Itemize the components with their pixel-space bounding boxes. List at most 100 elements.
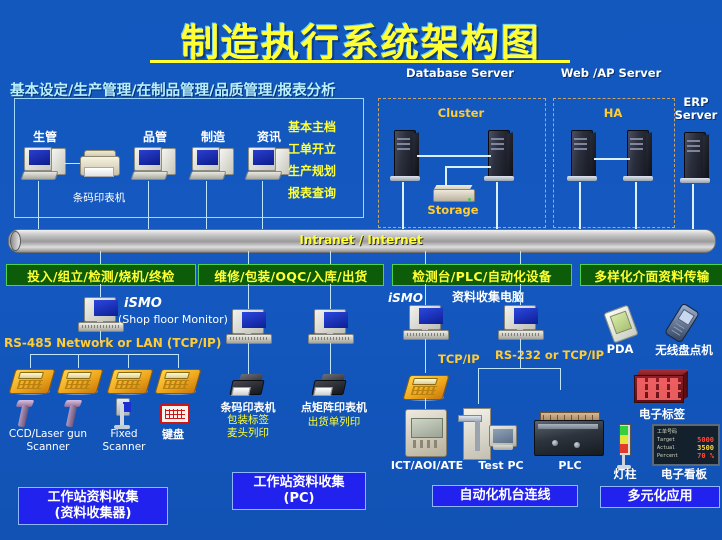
backbone-end-cap bbox=[10, 231, 21, 251]
board-row-label-3: Percent bbox=[657, 453, 679, 459]
drop-line-zixun bbox=[262, 181, 263, 231]
bus-link-z3a bbox=[425, 251, 426, 264]
z4-caption: 多元化应用 bbox=[600, 486, 720, 508]
storage-device bbox=[433, 185, 475, 202]
z1-ismo-downlink bbox=[100, 331, 101, 343]
erp-drop bbox=[692, 184, 694, 231]
database-server-title: Database Server bbox=[406, 66, 514, 80]
z3-device-label-1: Test PC bbox=[478, 459, 524, 472]
function-item-2: 生产规划 bbox=[288, 164, 337, 178]
pda-icon bbox=[603, 304, 639, 344]
electronic-tag-icon bbox=[634, 369, 689, 403]
backbone-label: Intranet / Internet bbox=[299, 233, 423, 247]
ha-label: HA bbox=[603, 106, 623, 120]
z2-caption: 工作站资料收集 (PC) bbox=[232, 472, 366, 510]
z2-pc1-printer-link bbox=[248, 343, 249, 375]
web1-drop bbox=[579, 182, 581, 231]
z1-network-label: RS-485 Network or LAN (TCP/IP) bbox=[4, 336, 222, 350]
client-label-zixun: 资讯 bbox=[256, 130, 281, 144]
z1-branch-3 bbox=[178, 354, 179, 368]
z3-pc2-uplink bbox=[520, 284, 521, 306]
client-label-zhizao: 制造 bbox=[200, 130, 225, 144]
function-item-3: 报表查询 bbox=[288, 186, 337, 200]
title-underline bbox=[150, 60, 570, 63]
z3-link-left-label: TCP/IP bbox=[438, 352, 480, 366]
bus-link-z2a bbox=[248, 251, 249, 264]
function-item-1: 工单开立 bbox=[288, 142, 337, 156]
erp-server bbox=[680, 132, 710, 184]
client-pc-pinguan bbox=[130, 147, 178, 181]
z4-label-etag: 电子标签 bbox=[639, 407, 685, 421]
z1-label-fixed: Fixed Scanner bbox=[96, 428, 152, 454]
data-collector-3 bbox=[106, 366, 154, 396]
client-layer-heading: 基本设定/生产管理/在制品管理/品质管理/报表分析 bbox=[10, 83, 336, 99]
client-pc-zixun bbox=[244, 147, 292, 181]
z1-branch-0 bbox=[30, 354, 31, 368]
z3-pc1-uplink bbox=[425, 284, 426, 306]
wireless-terminal-icon bbox=[663, 302, 701, 344]
ccd-laser-gun-scanner-2 bbox=[62, 400, 84, 430]
client-label-shengguan: 生管 bbox=[32, 130, 57, 144]
board-row-value-3: 70 % bbox=[697, 452, 714, 460]
z1-ismo-uplink bbox=[100, 284, 101, 298]
board-row-label-0: 工单号码 bbox=[657, 429, 678, 435]
test-pc-monitor bbox=[489, 425, 517, 451]
z1-branch-1 bbox=[78, 354, 79, 368]
board-row-label-2: Actual bbox=[657, 445, 676, 451]
network-backbone bbox=[8, 229, 716, 253]
function-item-0: 基本主档 bbox=[288, 120, 337, 134]
z3-link-right-label: RS-232 or TCP/IP bbox=[495, 348, 605, 362]
z2-caption-l2: (PC) bbox=[283, 491, 315, 506]
ha-box bbox=[553, 98, 675, 228]
test-pc-rack bbox=[458, 408, 491, 460]
dot-matrix-printer-z2 bbox=[311, 374, 347, 396]
z2-pc1-uplink bbox=[248, 284, 249, 310]
data-collector-2 bbox=[56, 366, 104, 396]
z2-printer1-note2: 麦头列印 bbox=[227, 427, 269, 439]
db-server-2 bbox=[484, 130, 514, 182]
z4-label-pda: PDA bbox=[606, 342, 634, 356]
z3-collector-pc-label: 资料收集电脑 bbox=[452, 290, 525, 304]
web-server-1 bbox=[567, 130, 597, 182]
bus-link-z3b bbox=[520, 251, 521, 264]
client-layer-box bbox=[14, 98, 364, 218]
ismo-title: iSMO bbox=[124, 296, 162, 311]
barcode-printer-top bbox=[78, 150, 120, 178]
z2-printer1-notes: 包装标签 麦头列印 bbox=[198, 414, 298, 440]
plc-module bbox=[534, 412, 606, 456]
z2-pc2-uplink bbox=[330, 284, 331, 310]
web2-drop bbox=[635, 182, 637, 231]
keyboard-icon bbox=[160, 404, 190, 424]
pc-printer-link bbox=[64, 163, 80, 164]
barcode-printer-z2 bbox=[229, 374, 265, 396]
z3-ismo-down bbox=[425, 339, 426, 373]
cluster-box bbox=[378, 98, 546, 228]
light-tower-icon bbox=[617, 424, 631, 470]
data-collector-4 bbox=[154, 366, 202, 396]
drop-line-zhizao bbox=[206, 181, 207, 231]
cluster-link-2 bbox=[445, 166, 491, 168]
z2-printer1-name: 条码印表机 bbox=[220, 401, 276, 414]
barcode-printer-label: 条码印表机 bbox=[72, 192, 126, 204]
z2-workstation-pc-1 bbox=[226, 309, 272, 344]
storage-label: Storage bbox=[427, 203, 479, 217]
web-server-title: Web /AP Server bbox=[560, 66, 662, 80]
db-server-1 bbox=[390, 130, 420, 182]
section-bar-3: 多样化介面资料传输 bbox=[580, 264, 722, 286]
z1-branch-2 bbox=[128, 354, 129, 368]
z3-pc2-down bbox=[520, 339, 521, 369]
ccd-laser-gun-scanner-1 bbox=[14, 400, 36, 430]
ismo-subtitle: (Shop floor Monitor) bbox=[118, 313, 228, 326]
z3-data-collector bbox=[402, 372, 450, 402]
z3-branch-plc bbox=[560, 368, 561, 390]
z1-label-fixed-l2: Scanner bbox=[102, 441, 146, 453]
z2-caption-l1: 工作站资料收集 bbox=[253, 475, 345, 490]
z2-pc2-printer-link bbox=[330, 343, 331, 375]
board-row-value-2: 3500 bbox=[697, 444, 714, 452]
storage-link bbox=[445, 166, 447, 186]
z1-caption-l1: 工作站资料收集 bbox=[47, 490, 139, 505]
erp-title-line2: Server bbox=[674, 108, 718, 122]
z3-device-label-2: PLC bbox=[558, 459, 582, 472]
z1-label-ccd: CCD/Laser gun Scanner bbox=[2, 428, 94, 454]
